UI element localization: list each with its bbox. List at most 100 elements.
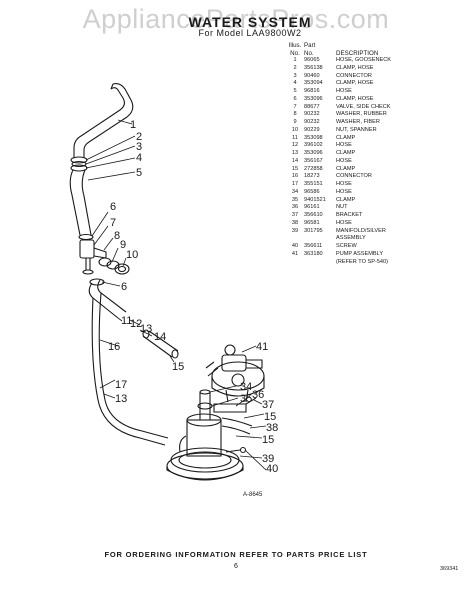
callout-11: 11: [121, 315, 132, 327]
part-number: 90232: [304, 111, 320, 118]
callout-2: 2: [136, 131, 142, 143]
part-description: PUMP ASSEMBLY (REFER TO SP-540): [336, 250, 389, 265]
illus-number: 34: [291, 188, 299, 195]
callout-35: 35: [240, 393, 252, 405]
table-header-row-2: No. No. DESCRIPTION: [286, 50, 466, 58]
header-blank: [336, 42, 464, 50]
part-number: 96065: [304, 57, 320, 63]
manifold-silver-assembly: [166, 413, 244, 481]
part-description: CONNECTOR: [336, 173, 372, 180]
illus-number: 3: [293, 72, 297, 79]
part-description: SCREW: [336, 243, 357, 249]
callout-6: 6: [110, 201, 116, 213]
part-description: WASHER, RUBBER: [336, 111, 387, 118]
callout-15: 15: [172, 361, 184, 373]
part-number: 88677: [304, 103, 320, 110]
callout-1: 1: [130, 119, 136, 131]
callout-13b: 13: [115, 393, 127, 405]
part-description: HOSE: [336, 219, 352, 226]
side-check-valve: [79, 239, 107, 270]
part-description: HOSE, GOOSENECK: [336, 57, 392, 63]
part-number: 356610: [304, 212, 323, 218]
part-number: 18273: [304, 173, 320, 180]
part-number: 90229: [304, 126, 320, 133]
part-number: 96581: [304, 219, 320, 226]
part-number: 96586: [304, 188, 320, 195]
hose-38: [221, 417, 253, 435]
callout-17: 17: [115, 379, 127, 391]
part-number: 353098: [304, 134, 323, 141]
callout-6b: 6: [121, 281, 127, 293]
part-description: WASHER, FIBER: [336, 119, 380, 125]
callout-34: 34: [240, 381, 252, 393]
header-description: DESCRIPTION: [336, 49, 379, 57]
part-description: HOSE: [336, 157, 352, 164]
part-description: HOSE: [336, 88, 352, 94]
part-number: 96161: [304, 204, 320, 211]
illus-number: 12: [291, 142, 299, 149]
hose-clamp-2: [70, 156, 88, 164]
clamp-11: [89, 278, 105, 286]
part-description: HOSE: [336, 188, 352, 195]
callout-5: 5: [136, 167, 142, 179]
callout-16: 16: [108, 341, 120, 353]
illus-number: 17: [291, 181, 299, 187]
ordering-note: FOR ORDERING INFORMATION REFER TO PARTS …: [104, 550, 368, 559]
hose-clamp-6: [78, 233, 94, 241]
illus-number: 2: [293, 64, 297, 71]
gooseneck-hose: [73, 83, 134, 158]
part-number: 396102: [304, 142, 323, 149]
rubber-washer: [98, 257, 112, 267]
part-description: CLAMP: [336, 165, 356, 172]
hose-14: [142, 329, 179, 359]
figure-code: A-8645: [243, 492, 263, 498]
callout-10: 10: [126, 249, 138, 261]
part-number: 363180: [304, 250, 323, 257]
part-number: 356611: [304, 243, 323, 249]
page-subtitle: For Model LAA9800W2: [198, 28, 302, 38]
callout-40: 40: [266, 463, 278, 475]
callout-36: 36: [252, 389, 264, 401]
part-number: 356138: [304, 64, 323, 71]
part-number: 96816: [304, 88, 320, 94]
part-description: CONNECTOR: [336, 72, 372, 79]
callout-9: 9: [120, 239, 126, 251]
watermark: AppliancePartsPros.com: [82, 4, 390, 34]
callout-15c: 15: [262, 434, 274, 446]
header-no-1: No.: [290, 49, 300, 57]
callout-38: 38: [266, 422, 278, 434]
part-number: 90232: [304, 119, 320, 125]
illus-number: 39: [291, 227, 299, 234]
callout-13: 13: [140, 323, 152, 335]
part-description: CLAMP, HOSE: [336, 95, 374, 102]
callout-39: 39: [262, 453, 274, 465]
illus-number: 6: [293, 95, 297, 102]
illus-number: 1: [293, 57, 297, 63]
part-description: CLAMP: [336, 196, 356, 203]
hose-34: [199, 389, 211, 420]
illus-number: 10: [291, 126, 299, 133]
part-description: HOSE: [336, 181, 352, 187]
leader-lines: [85, 119, 267, 471]
page-number: 6: [234, 563, 238, 570]
table-row: 1 96065 HOSE, GOOSENECK: [286, 57, 466, 65]
illus-number: 35: [291, 196, 299, 203]
part-description: HOSE: [336, 142, 352, 149]
table-header-row-1: Illus. Part: [286, 42, 466, 50]
illus-number: 37: [291, 212, 299, 218]
table-row: 12 396102 HOSE: [286, 142, 466, 150]
